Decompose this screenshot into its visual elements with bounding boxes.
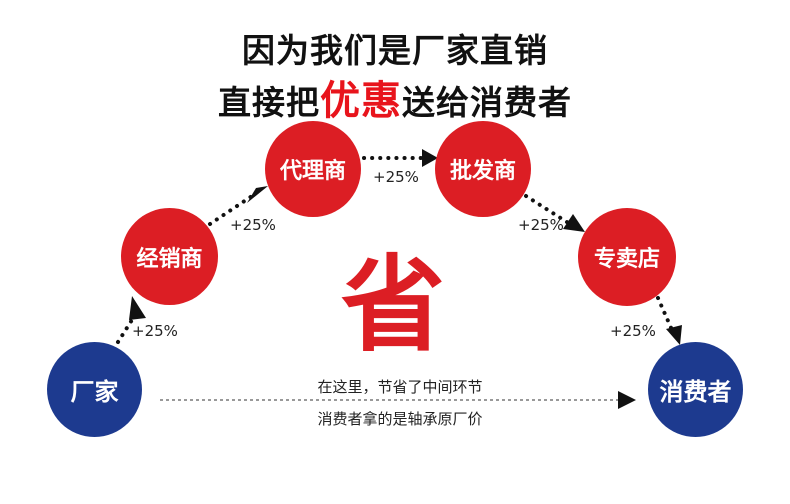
arrow-store-consumer	[656, 296, 674, 332]
node-consumer: 消费者	[648, 342, 743, 437]
node-manufacturer: 厂家	[47, 342, 142, 437]
arrowhead-dealer	[129, 296, 146, 320]
note-line-2: 消费者拿的是轴承原厂价	[317, 410, 483, 428]
arrowhead-store	[563, 214, 585, 232]
node-agent: 代理商	[265, 121, 361, 217]
headline-accent: 优惠	[320, 78, 402, 124]
headline-suffix: 送给消费者	[402, 83, 572, 122]
arrow-manufacturer-dealer	[116, 310, 139, 344]
markup-label: +25%	[373, 168, 419, 186]
node-wholesaler: 批发商	[435, 121, 531, 217]
arrowhead-wholesaler	[422, 149, 438, 167]
node-dealer: 经销商	[121, 208, 218, 305]
arrow-dealer-agent	[208, 194, 254, 226]
markup-label: +25%	[230, 216, 276, 234]
markup-label: +25%	[132, 322, 178, 340]
save-character: 省	[340, 244, 445, 366]
markup-label: +25%	[518, 216, 564, 234]
arrowhead-direct	[618, 391, 636, 409]
headline-line-2: 直接把优惠送给消费者	[0, 68, 790, 126]
arrowhead-consumer	[666, 325, 682, 345]
headline-prefix: 直接把	[218, 83, 320, 122]
note-line-1: 在这里，节省了中间环节	[317, 378, 483, 396]
markup-label: +25%	[610, 322, 656, 340]
headline-line-1: 因为我们是厂家直销	[242, 31, 548, 70]
arrowhead-agent	[247, 186, 268, 203]
arrow-wholesaler-store	[524, 194, 572, 226]
node-store: 专卖店	[578, 208, 676, 306]
